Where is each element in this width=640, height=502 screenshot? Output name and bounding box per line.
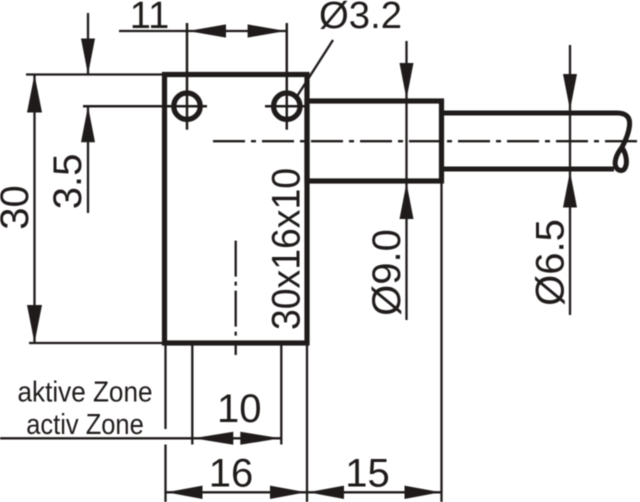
svg-text:activ Zone: activ Zone <box>26 409 144 441</box>
svg-text:Ø6.5: Ø6.5 <box>529 219 573 306</box>
svg-text:Ø9.0: Ø9.0 <box>365 229 409 316</box>
svg-text:30: 30 <box>0 185 37 230</box>
svg-text:15: 15 <box>345 452 390 496</box>
svg-text:Ø3.2: Ø3.2 <box>319 0 402 37</box>
svg-text:11: 11 <box>130 0 169 37</box>
svg-text:aktive Zone: aktive Zone <box>18 376 153 408</box>
svg-text:16: 16 <box>209 452 254 496</box>
svg-text:10: 10 <box>217 387 262 431</box>
svg-text:3.5: 3.5 <box>46 154 90 210</box>
svg-text:30x16x10: 30x16x10 <box>265 168 309 330</box>
